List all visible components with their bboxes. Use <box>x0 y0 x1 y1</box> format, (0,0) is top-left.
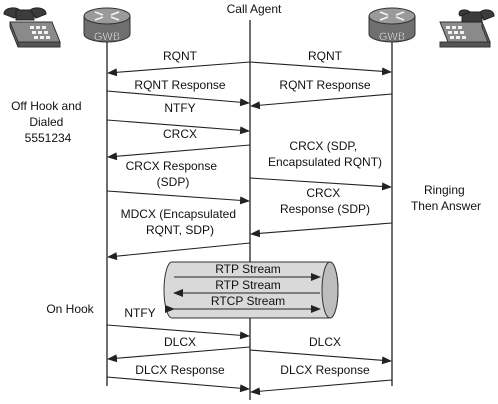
rtcp-stream-label: RTCP Stream <box>211 294 285 308</box>
msg-dlcx-right-label: DLCX <box>309 335 341 349</box>
msg-crcx-right-label: CRCX (SDP, Encapsulated RQNT) <box>268 139 382 169</box>
msg-crcx-resp-right-label: CRCX Response (SDP) <box>280 186 370 216</box>
offhook-note: Off Hook and Dialed 5551234 <box>11 99 85 145</box>
msg-rqnt-left-arrow <box>107 61 251 77</box>
msg-ntfy1-label: NTFY <box>164 101 195 115</box>
msg-mdcx-label: MDCX (Encapsulated RQNT, SDP) <box>121 207 240 237</box>
msg-ntfy1-arrow <box>106 119 250 135</box>
rtp-stream-2-label: RTP Stream <box>215 278 281 292</box>
onhook-note: On Hook <box>46 302 94 316</box>
msg-rqnt-resp-left-label: RQNT Response <box>134 78 225 92</box>
msg-dlcx-resp-right-arrow <box>250 379 393 396</box>
left-phone-icon <box>3 7 61 48</box>
msg-dlcx-resp-left-arrow <box>106 376 250 393</box>
rtp-stream-pipe <box>163 261 339 319</box>
msg-dlcx-right-arrow <box>249 349 392 365</box>
ringing-note: Ringing Then Answer <box>411 183 481 213</box>
call-agent-label: Call Agent <box>227 2 282 16</box>
msg-rqnt-right-label: RQNT <box>308 49 343 63</box>
rtp-stream-1-label: RTP Stream <box>215 262 281 276</box>
msg-crcx-right-arrow <box>249 177 392 191</box>
msg-dlcx-resp-right-label: DLCX Response <box>280 363 370 377</box>
right-gateway-label: GWB <box>379 31 405 43</box>
msg-dlcx-left-arrow <box>107 346 251 363</box>
right-router-icon: GWB <box>368 7 416 43</box>
msg-rqnt-resp-right-arrow <box>250 93 393 110</box>
left-router-icon: GWB <box>83 7 131 43</box>
msg-crcx-resp-right-arrow <box>250 222 393 238</box>
msg-rqnt-left-label: RQNT <box>163 49 198 63</box>
left-gateway-label: GWB <box>94 31 120 43</box>
msg-crcx-resp-left-arrow <box>106 190 250 205</box>
msg-crcx-resp-left-label: CRCX Response (SDP) <box>126 159 221 189</box>
msg-mdcx-arrow <box>107 242 251 261</box>
msg-rqnt-resp-left-arrow <box>106 90 250 107</box>
msg-dlcx-left-label: DLCX <box>164 335 196 349</box>
msg-rqnt-right-arrow <box>249 61 392 76</box>
msg-crcx-left-label: CRCX <box>163 127 197 141</box>
msg-ntfy2-label: NTFY <box>124 306 155 320</box>
right-phone-icon <box>439 9 495 48</box>
msg-rqnt-resp-right-label: RQNT Response <box>279 78 370 92</box>
msg-dlcx-resp-left-label: DLCX Response <box>135 363 225 377</box>
msg-crcx-left-arrow <box>107 144 251 161</box>
msg-ntfy2-arrow <box>106 324 250 340</box>
